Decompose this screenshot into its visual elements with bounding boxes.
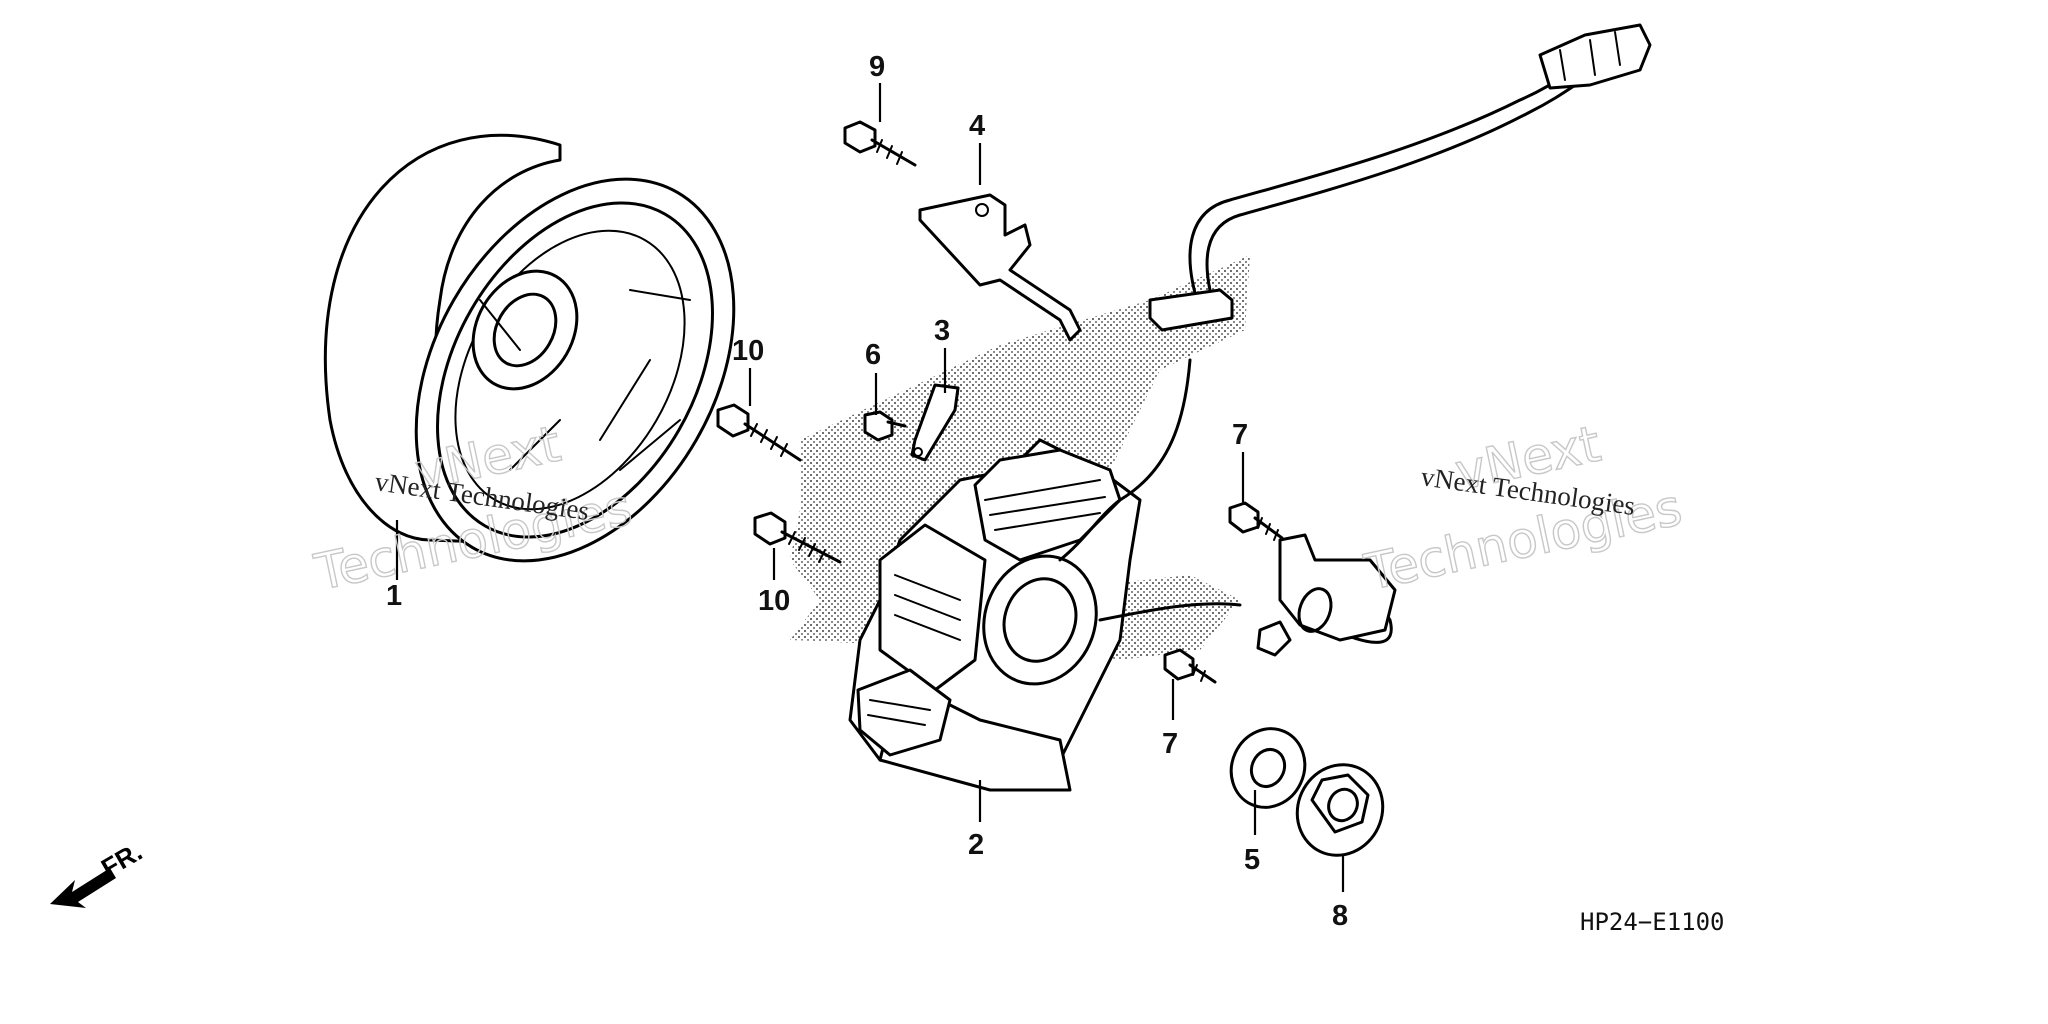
bolt-7-upper (1228, 501, 1284, 541)
callout-3: 3 (934, 315, 950, 347)
callout-2: 2 (968, 829, 984, 861)
flange-nut (1295, 763, 1385, 857)
bolt-10-lower (753, 511, 842, 564)
watermark-right: vNext Technologies vNext Technologies (1359, 414, 1688, 603)
callout-8: 8 (1332, 900, 1348, 932)
bracket (918, 193, 1082, 342)
flywheel (323, 133, 736, 563)
pulse-generator (1256, 533, 1397, 657)
callout-9: 9 (869, 51, 885, 83)
callout-1: 1 (386, 580, 402, 612)
bolt-9 (843, 120, 917, 167)
callout-7-lower: 7 (1162, 728, 1178, 760)
callout-4: 4 (969, 110, 985, 142)
callout-10-lower: 10 (758, 585, 790, 617)
callout-7-upper: 7 (1232, 419, 1248, 451)
bolt-7-lower (1163, 648, 1217, 684)
callout-10-upper: 10 (732, 335, 764, 367)
small-bolt (863, 410, 907, 442)
callout-6: 6 (865, 339, 881, 371)
stator (848, 438, 1142, 792)
bolt-10-upper (716, 403, 802, 462)
callout-labels: 1 2 3 4 5 6 7 7 8 9 10 10 (386, 51, 1348, 932)
diagram-code: HP24−E1100 (1580, 908, 1725, 936)
leader-lines (395, 83, 1345, 892)
front-direction-indicator: FR. (50, 836, 147, 908)
wire-harness (1058, 23, 1652, 644)
wire-clamp (910, 383, 960, 462)
callout-5: 5 (1244, 844, 1260, 876)
washer (1229, 727, 1307, 809)
